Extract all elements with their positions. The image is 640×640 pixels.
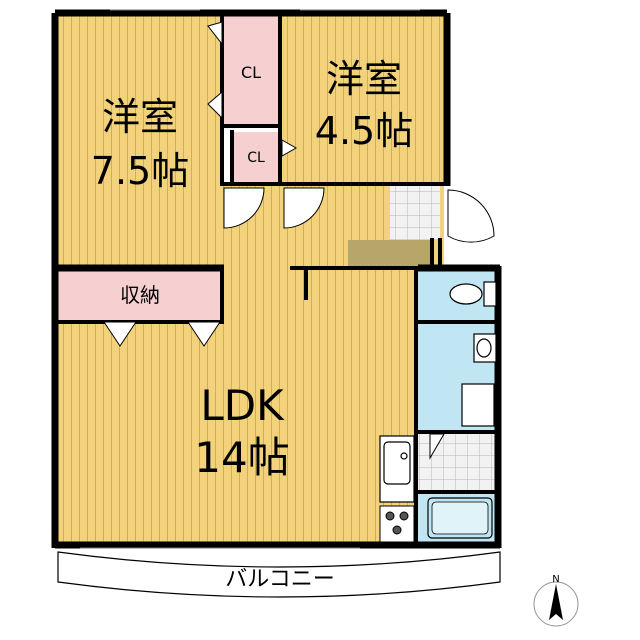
- closet-door-marks: [103, 21, 298, 347]
- bathtub-inner: [431, 501, 489, 535]
- bath-wash-area: [416, 434, 496, 492]
- western-room-large-floor: [58, 16, 222, 268]
- entrance-floor: [390, 182, 440, 240]
- balcony-outline: [57, 551, 501, 598]
- western-room-small-floor: [282, 16, 444, 182]
- washing-machine-icon: [461, 383, 495, 427]
- windows: [80, 9, 420, 549]
- closet-lower-floor: [232, 132, 280, 182]
- walls: [51, 9, 502, 549]
- western-room-small-label: 洋室: [326, 57, 402, 101]
- compass-icon: [533, 581, 579, 627]
- toilet-icon: [449, 281, 497, 307]
- western-room-large-size: 7.5帖: [91, 149, 189, 193]
- western-room-large-label: 洋室: [102, 95, 178, 139]
- ldk-label: LDK: [200, 381, 285, 430]
- closet-lower-label: CL: [247, 150, 265, 166]
- door-swings: [223, 187, 495, 460]
- stove-icon: [379, 505, 415, 543]
- closet-upper-label: CL: [241, 63, 261, 82]
- ldk-size: 14帖: [194, 433, 289, 482]
- balcony-label: バルコニー: [225, 567, 335, 592]
- compass-label: N: [552, 574, 559, 585]
- closet-upper-floor: [222, 16, 280, 124]
- inner-walls: [58, 14, 498, 546]
- storage-floor: [58, 270, 222, 322]
- kitchen-sink-icon: [379, 435, 415, 503]
- entrance-step: [348, 240, 432, 266]
- washbasin-icon: [473, 333, 497, 363]
- storage-label: 収納: [120, 283, 160, 307]
- western-room-small-size: 4.5帖: [315, 109, 413, 153]
